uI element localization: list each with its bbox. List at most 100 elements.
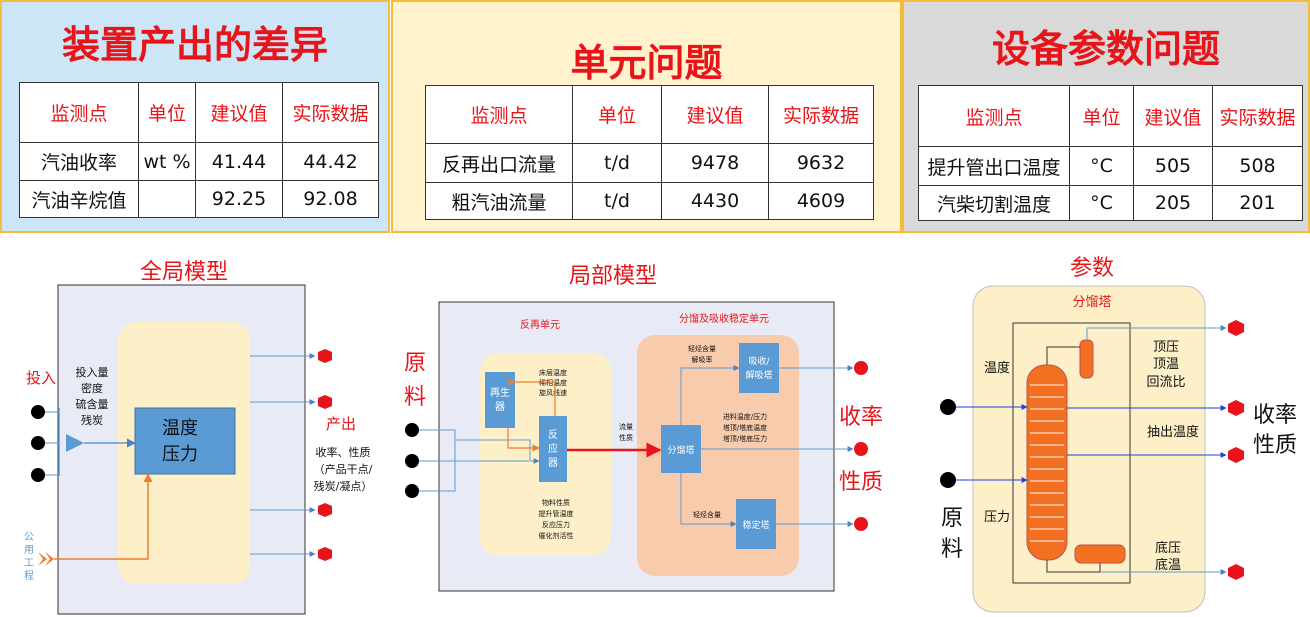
quality-label: 性质 [839,470,883,495]
unit-issues-table: 监测点 单位 建议值 实际数据 反再出口流量 t/d 9478 9632 粗汽油… [425,85,874,220]
feed-node [405,423,419,437]
catalyst-flow [507,428,540,452]
flow-prop: 性质 [619,433,633,442]
output-hexagon-icon [318,349,332,363]
table-header-row: 监测点 单位 建议值 实际数据 [918,85,1303,147]
table-cell: 505 [1133,146,1213,186]
input-node [31,405,45,419]
absorber-prop: 轻烃含量 [688,344,716,353]
header-cell: 单位 [572,85,662,144]
input-prop: 硫含量 [76,397,109,411]
panel-output-difference: 装置产出的差异 监测点 单位 建议值 实际数据 汽油收率 wt % 41.44 … [0,0,390,233]
header-cell: 建议值 [661,85,769,144]
quality-label: 性质 [1253,433,1297,458]
output-hexagon-icon [1228,564,1244,580]
output-hexagon-icon [1228,400,1244,416]
catalyst-flow [508,378,556,416]
utility-char: 工 [24,558,34,569]
bottom-param: 底压 [1155,540,1181,556]
top-param: 顶温 [1153,357,1179,372]
input-prop: 投入量 [76,365,109,379]
output-prop: 收率、性质 [316,445,371,459]
utility-flow [54,473,153,560]
absorber-block [739,343,779,393]
table-cell: t/d [572,143,662,183]
header-cell: 实际数据 [768,85,874,144]
stabilizer-block [736,499,776,549]
table-row: 粗汽油流量 t/d 4430 4609 [425,182,874,220]
panel-equipment-parameters: 设备参数问题 监测点 单位 建议值 实际数据 提升管出口温度 °C 505 50… [902,0,1310,233]
panel-title: 设备参数问题 [991,27,1220,71]
product-node [854,442,868,456]
reactor-label: 应 [548,442,558,455]
bottom-param: 底温 [1155,557,1181,573]
table-header-row: 监测点 单位 建议值 实际数据 [425,85,874,144]
header-cell: 建议值 [1133,85,1213,147]
table-cell: °C [1069,146,1134,186]
reactor-label: 反 [548,429,558,441]
utility-char: 用 [24,545,34,556]
output-hexagon-icon [318,503,332,517]
panel-title: 单元问题 [570,41,723,85]
frac-prop: 进料温度/压力 [723,412,767,421]
feed-line [455,439,531,460]
reactor-block [539,416,567,482]
core-label-pressure: 压力 [162,444,198,465]
reactor-unit-title: 反再单元 [520,319,560,331]
top-param: 顶压 [1153,340,1179,355]
utility-chevron-icon [45,552,54,566]
utility-char: 公 [24,532,34,543]
feed-label: 料 [404,385,426,410]
flow-prop: 流量 [619,422,633,431]
distillation-column [1026,364,1068,561]
input-label: 投入 [26,369,56,387]
header-cell: 实际数据 [1212,85,1303,147]
core-label-temperature: 温度 [162,418,198,439]
frac-prop: 塔顶/塔底温度 [723,423,767,432]
table-cell: 汽油辛烷值 [19,180,139,218]
local-model-title: 局部模型 [569,264,657,289]
input-node [31,436,45,450]
output-hexagon-icon [1228,320,1244,336]
fractionator-label: 分馏塔 [667,444,694,456]
table-row: 反再出口流量 t/d 9478 9632 [425,143,874,183]
table-cell: 汽柴切割温度 [918,185,1070,221]
reactor-prop: 反应压力 [542,520,570,529]
local-model: 局部模型 原 料 反再单元 分馏及吸收稳定单元 再生 器 反 应 器 床层温度 … [404,264,883,592]
top-param: 回流比 [1146,375,1185,390]
feed-node [405,454,419,468]
feed-node [405,484,419,498]
output-prop: （产品干点/ [314,462,373,476]
global-model-title: 全局模型 [140,260,228,285]
param-model-title: 参数 [1070,256,1114,281]
input-prop: 密度 [81,381,103,395]
feed-node [940,472,956,488]
table-cell: 4430 [661,182,769,220]
table-cell: 9478 [661,143,769,183]
panel-unit-issues: 单元问题 监测点 单位 建议值 实际数据 反再出口流量 t/d 9478 963… [391,0,902,233]
reboiler [1074,544,1126,564]
frac-to-absorber [680,365,740,425]
overhead-line [1046,346,1080,365]
header-cell: 单位 [1069,85,1134,147]
table-row: 汽柴切割温度 °C 205 201 [918,185,1303,221]
absorber-prop: 解吸率 [692,355,713,364]
reboiler-line [1046,560,1101,573]
yield-label: 收率 [839,405,883,430]
table-cell: t/d [572,182,662,220]
draw-temp-label: 抽出温度 [1147,424,1199,440]
condenser-drum [1079,339,1094,379]
table-row: 汽油收率 wt % 41.44 44.42 [19,142,379,181]
feed-node [940,399,956,415]
table-cell: 508 [1212,146,1303,186]
utility-chevron-icon [38,552,47,566]
feed-label: 料 [941,537,963,562]
table-cell: 4609 [768,182,874,220]
table-cell: 92.25 [195,180,283,218]
table-cell: 201 [1212,185,1303,221]
global-model: 全局模型 温度 压力 投入 投入量 密度 硫含量 残炭 公 用 工 程 [24,260,373,615]
pressure-label: 压力 [984,510,1010,525]
input-arrow-icon [66,434,84,452]
frac-prop: 塔顶/塔底压力 [723,434,767,443]
